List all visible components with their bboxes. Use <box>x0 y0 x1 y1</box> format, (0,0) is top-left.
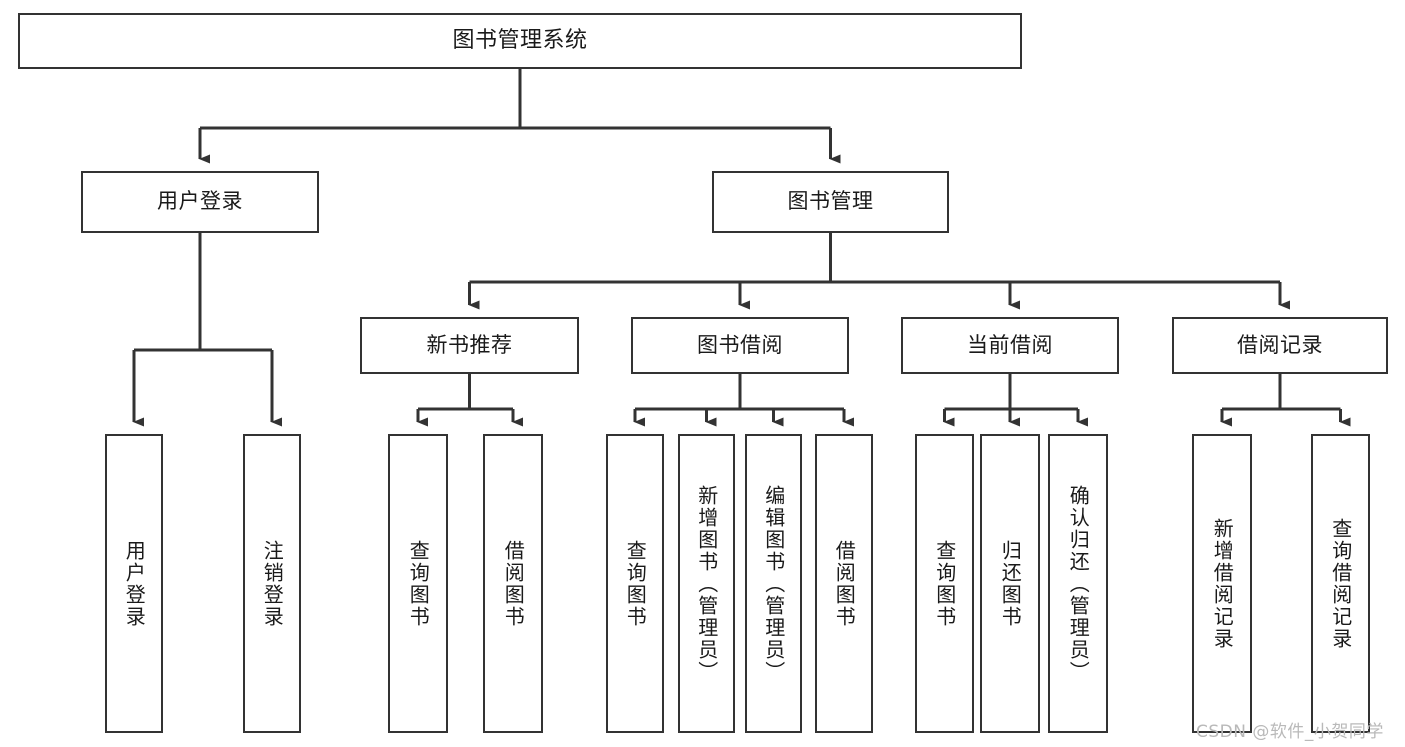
node-label-l2a: 用户登录 <box>157 189 243 214</box>
node-label-l3a: 新书推荐 <box>426 332 513 357</box>
node-box-l2b[interactable]: 图书管理 <box>712 171 949 233</box>
node-label-leaf8: 借阅图书 <box>832 539 857 628</box>
node-box-l3c[interactable]: 当前借阅 <box>901 317 1119 374</box>
node-box-l2a[interactable]: 用户登录 <box>81 171 319 233</box>
node-label-l2b: 图书管理 <box>787 189 874 214</box>
node-box-leaf4[interactable]: 借阅图书 <box>483 434 543 733</box>
node-box-leaf12[interactable]: 新增借阅记录 <box>1192 434 1252 733</box>
node-box-l3d[interactable]: 借阅记录 <box>1172 317 1388 374</box>
node-label-l3c: 当前借阅 <box>967 332 1053 357</box>
node-label-leaf7: 编辑图书（管理员） <box>761 484 786 683</box>
node-box-leaf6[interactable]: 新增图书（管理员） <box>678 434 735 733</box>
node-box-leaf7[interactable]: 编辑图书（管理员） <box>745 434 802 733</box>
node-label-leaf9: 查询图书 <box>932 539 957 628</box>
node-label-leaf6: 新增图书（管理员） <box>694 484 719 683</box>
node-box-l3a[interactable]: 新书推荐 <box>360 317 579 374</box>
node-box-leaf8[interactable]: 借阅图书 <box>815 434 873 733</box>
node-box-leaf9[interactable]: 查询图书 <box>915 434 974 733</box>
node-box-root[interactable]: 图书管理系统 <box>18 13 1022 69</box>
node-label-leaf10: 归还图书 <box>998 539 1023 628</box>
node-label-leaf4: 借阅图书 <box>501 539 526 628</box>
node-label-leaf11: 确认归还（管理员） <box>1066 484 1091 683</box>
node-label-leaf3: 查询图书 <box>406 539 431 628</box>
node-label-leaf13: 查询借阅记录 <box>1328 517 1353 650</box>
node-label-root: 图书管理系统 <box>452 27 588 53</box>
node-box-l3b[interactable]: 图书借阅 <box>631 317 849 374</box>
node-box-leaf5[interactable]: 查询图书 <box>606 434 664 733</box>
node-box-leaf11[interactable]: 确认归还（管理员） <box>1048 434 1108 733</box>
node-box-leaf10[interactable]: 归还图书 <box>980 434 1040 733</box>
node-label-leaf1: 用户登录 <box>122 539 147 628</box>
node-label-l3b: 图书借阅 <box>697 332 783 357</box>
node-box-leaf3[interactable]: 查询图书 <box>388 434 448 733</box>
node-label-l3d: 借阅记录 <box>1237 332 1323 357</box>
node-label-leaf5: 查询图书 <box>623 539 648 628</box>
node-box-leaf1[interactable]: 用户登录 <box>105 434 163 733</box>
node-label-leaf2: 注销登录 <box>260 539 285 628</box>
node-label-leaf12: 新增借阅记录 <box>1210 517 1235 650</box>
node-box-leaf13[interactable]: 查询借阅记录 <box>1311 434 1370 733</box>
node-box-leaf2[interactable]: 注销登录 <box>243 434 301 733</box>
